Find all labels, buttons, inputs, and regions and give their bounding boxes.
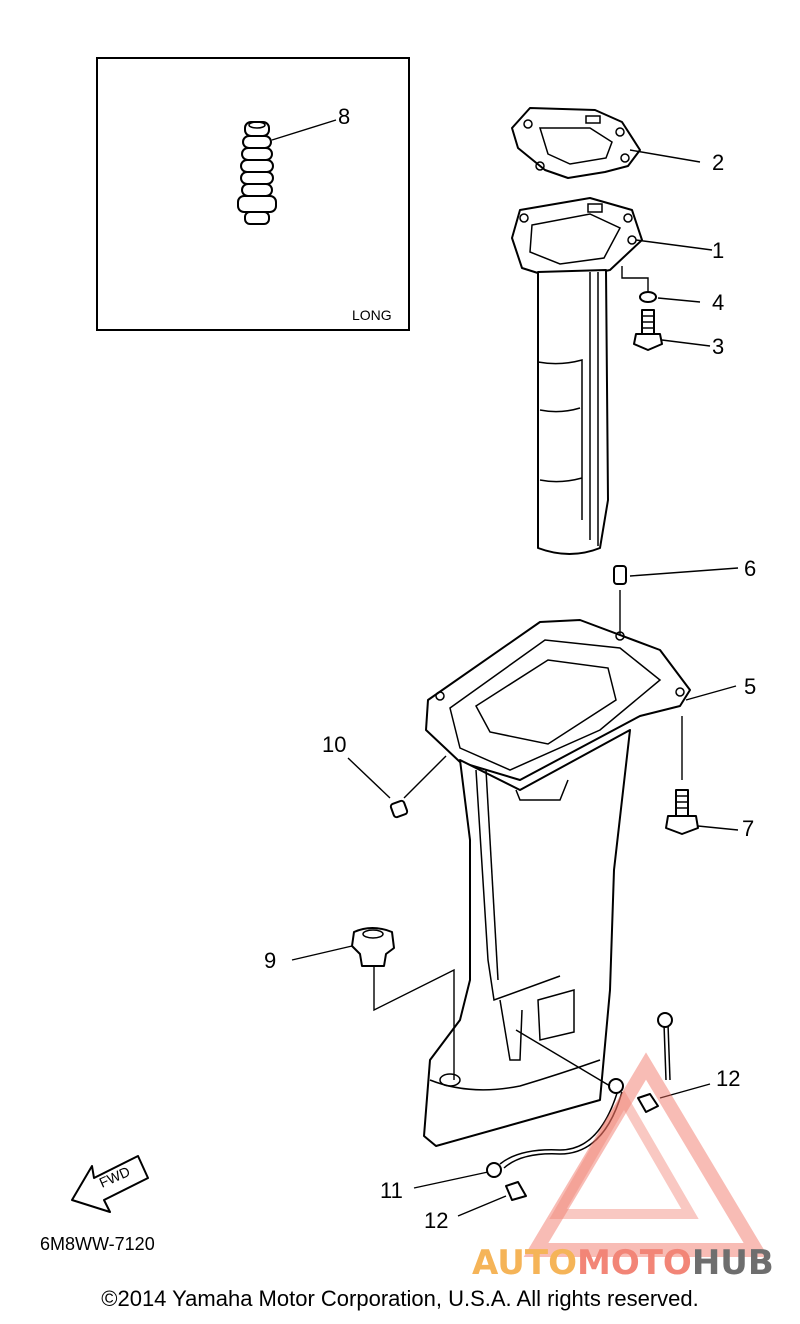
callout-4: 4	[712, 290, 724, 315]
part-7-bolt	[665, 789, 699, 835]
part-1-exhaust-guide	[511, 197, 643, 555]
callout-2: 2	[712, 150, 724, 175]
callout-3: 3	[712, 334, 724, 359]
part-4-washer	[639, 291, 657, 303]
part-2-gasket	[511, 107, 641, 179]
inset-frame	[96, 57, 410, 331]
part-6-dowel	[613, 565, 627, 585]
watermark-logo: AUTOMOTOHUB	[472, 1052, 774, 1283]
fwd-arrow-icon: FWD	[71, 1155, 149, 1213]
callout-12b: 12	[424, 1208, 448, 1233]
part-9-grommet	[351, 927, 395, 967]
part-3-bolt	[633, 309, 663, 351]
callout-10: 10	[322, 732, 346, 757]
part-10-dowel	[389, 799, 409, 819]
callout-8: 8	[338, 104, 350, 129]
svg-text:AUTOMOTOHUB: AUTOMOTOHUB	[472, 1243, 774, 1283]
drawing-code: 6M8WW-7120	[40, 1234, 155, 1254]
part-8-grommet	[237, 121, 277, 225]
callout-6: 6	[744, 556, 756, 581]
watermark-text-moto: MOTO	[577, 1243, 692, 1283]
part-5-upper-casing	[423, 619, 691, 1147]
callout-11: 11	[380, 1178, 403, 1203]
watermark-text-hub: HUB	[692, 1243, 774, 1283]
callout-5: 5	[744, 674, 756, 699]
watermark-triangle-icon	[523, 1052, 769, 1257]
watermark-text-auto: AUTO	[472, 1243, 577, 1283]
callout-7: 7	[742, 816, 754, 841]
copyright-notice: ©2014 Yamaha Motor Corporation, U.S.A. A…	[101, 1286, 699, 1311]
callout-1: 1	[712, 238, 724, 263]
inset-label: LONG	[352, 307, 392, 323]
ground-lead	[486, 1012, 673, 1201]
callout-9: 9	[264, 948, 276, 973]
callout-12a: 12	[716, 1066, 740, 1091]
